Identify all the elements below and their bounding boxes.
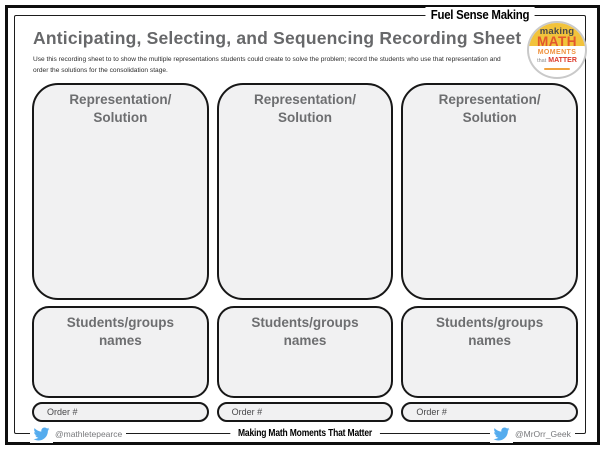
- students-label-line1: Students/groups: [436, 315, 544, 330]
- students-label-line2: names: [468, 332, 512, 348]
- representation-solution-label: Representation/ Solution: [219, 91, 392, 126]
- representation-columns: Representation/ Solution Students/groups…: [32, 83, 578, 422]
- students-label-line2: names: [98, 332, 142, 348]
- students-label-line2: names: [283, 332, 327, 348]
- logo-text-math: MATH: [537, 34, 577, 49]
- representation-solution-box-2: Representation/ Solution: [216, 83, 394, 300]
- students-groups-box-2: Students/groups names: [216, 306, 394, 398]
- students-groups-label: Students/groups names: [219, 314, 392, 349]
- representation-label-line1: Representation/: [438, 92, 541, 107]
- order-number-label: Order #: [47, 407, 78, 417]
- page-outer-border: [5, 5, 600, 445]
- order-number-box-1: Order #: [32, 402, 209, 422]
- order-number-box-3: Order #: [401, 402, 578, 422]
- students-groups-label: Students/groups names: [403, 314, 576, 349]
- representation-solution-label: Representation/ Solution: [403, 91, 576, 126]
- students-groups-label: Students/groups names: [34, 314, 207, 349]
- representation-label-line2: Solution: [93, 109, 148, 125]
- column-1: Representation/ Solution Students/groups…: [32, 83, 209, 422]
- twitter-handle-left: @mathletepearce: [51, 428, 127, 440]
- representation-label-line1: Representation/: [253, 92, 356, 107]
- logo-text-moments: MOMENTS: [537, 49, 577, 56]
- representation-solution-box-1: Representation/ Solution: [32, 83, 209, 300]
- making-math-moments-logo: making MATH MOMENTS that MATTER: [527, 21, 587, 79]
- students-label-line1: Students/groups: [66, 315, 174, 330]
- order-number-label: Order #: [416, 407, 447, 417]
- twitter-bird-icon: [490, 425, 513, 443]
- students-groups-box-1: Students/groups names: [32, 306, 209, 398]
- students-label-line1: Students/groups: [251, 315, 359, 330]
- twitter-bird-path: [33, 427, 50, 441]
- representation-label-line2: Solution: [277, 109, 332, 125]
- representation-label-line2: Solution: [462, 109, 517, 125]
- header-label: Fuel Sense Making: [425, 7, 535, 23]
- representation-solution-label: Representation/ Solution: [34, 91, 207, 126]
- logo-text-that-matter: that MATTER: [529, 57, 585, 64]
- logo-url-line: [544, 68, 570, 70]
- column-3: Representation/ Solution Students/groups…: [401, 83, 578, 422]
- logo-text-matter: MATTER: [548, 57, 577, 64]
- logo-text-making: making: [539, 26, 575, 37]
- twitter-bird-icon: [30, 425, 53, 443]
- column-2: Representation/ Solution Students/groups…: [216, 83, 394, 422]
- page-instructions: Use this recording sheet to to show the …: [33, 56, 501, 74]
- representation-solution-box-3: Representation/ Solution: [401, 83, 578, 300]
- order-number-box-2: Order #: [216, 402, 394, 422]
- order-number-label: Order #: [231, 407, 263, 417]
- footer-title: Making Math Moments That Matter: [230, 427, 380, 440]
- logo-yellow-band: [529, 23, 585, 46]
- twitter-handle-right: @MrOrr_Geek: [511, 428, 575, 440]
- representation-label-line1: Representation/: [69, 92, 172, 107]
- logo-text-that: that: [537, 58, 547, 64]
- page-title: Anticipating, Selecting, and Sequencing …: [33, 28, 522, 48]
- students-groups-box-3: Students/groups names: [401, 306, 578, 398]
- twitter-bird-path: [493, 427, 510, 441]
